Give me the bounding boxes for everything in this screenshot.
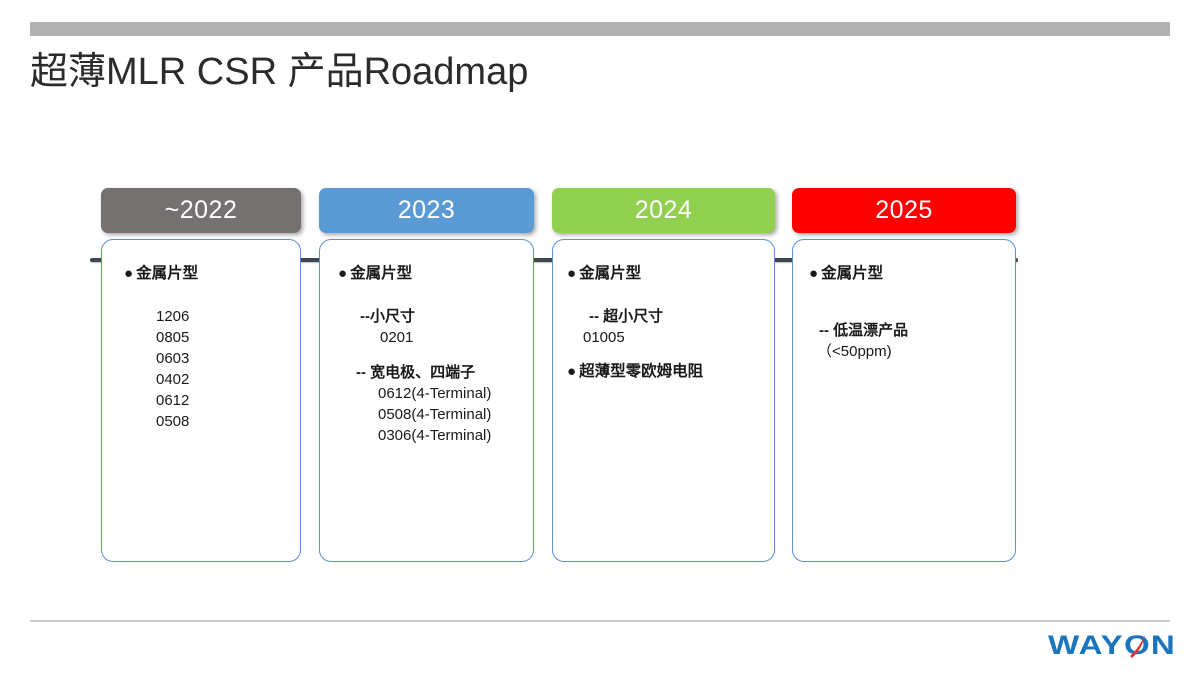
card-body: ●金属片型 1206 0805 0603 0402 0612 0508 [102, 240, 300, 432]
bullet-dot-icon: ● [567, 265, 577, 282]
card-part-number: 0508 [156, 413, 190, 430]
card-subheading: --小尺寸 [360, 308, 415, 325]
card-part-number: 1206 [156, 308, 190, 325]
card-body: ●金属片型 -- 低温漂产品 （<50ppm) [793, 240, 1015, 362]
card-part-number: 0508(4-Terminal) [378, 406, 492, 423]
year-header-2025[interactable]: 2025 [792, 188, 1016, 233]
card-bullet-item: ●超薄型零欧姆电阻 [567, 362, 774, 382]
roadmap-card-2022: ●金属片型 1206 0805 0603 0402 0612 0508 [101, 239, 301, 562]
spacer [338, 348, 533, 362]
bullet-dot-icon: ● [338, 265, 348, 282]
bullet-dot-icon: ● [567, 363, 577, 380]
year-header-label: ~2022 [164, 196, 238, 224]
card-subheading: -- 低温漂产品 [819, 322, 909, 339]
year-header-label: 2025 [875, 196, 933, 224]
spacer [338, 284, 533, 306]
card-bullet-label: 金属片型 [821, 265, 884, 282]
footer-divider [30, 620, 1170, 622]
card-part-number: 0612(4-Terminal) [378, 385, 492, 402]
card-bullet-item: ●金属片型 [124, 264, 300, 284]
year-header-label: 2023 [397, 196, 456, 224]
roadmap-card-2025: ●金属片型 -- 低温漂产品 （<50ppm) [792, 239, 1016, 562]
card-bullet-label: 金属片型 [350, 265, 413, 282]
wayon-logo: WAYON [1048, 629, 1178, 663]
spacer [567, 348, 774, 362]
card-part-number: 0612 [156, 392, 190, 409]
card-body: ●金属片型 --小尺寸 0201 -- 宽电极、四端子 0612(4-Terminal)… [320, 240, 533, 446]
page-title: 超薄MLR CSR 产品Roadmap [30, 51, 529, 93]
spacer [809, 306, 1015, 320]
card-bullet-label: 金属片型 [579, 265, 642, 282]
wayon-logo-text: WAYON [1048, 630, 1176, 660]
card-part-number: 0201 [380, 329, 414, 346]
year-header-label: 2024 [634, 196, 693, 224]
card-bullet-item: ●金属片型 [567, 264, 774, 284]
card-part-number: （<50ppm) [817, 343, 892, 360]
card-part-number: 01005 [583, 329, 625, 346]
roadmap-card-2023: ●金属片型 --小尺寸 0201 -- 宽电极、四端子 0612(4-Terminal)… [319, 239, 534, 562]
year-header-2022[interactable]: ~2022 [101, 188, 301, 233]
timeline [0, 120, 1200, 274]
spacer [809, 284, 1015, 306]
card-part-number: 0402 [156, 371, 190, 388]
spacer [567, 284, 774, 306]
card-part-number: 0306(4-Terminal) [378, 427, 492, 444]
card-bullet-label: 金属片型 [136, 265, 199, 282]
wayon-logo-swoosh [1130, 635, 1145, 658]
bullet-dot-icon: ● [809, 265, 819, 282]
card-part-number: 0805 [156, 329, 190, 346]
card-part-number: 0603 [156, 350, 190, 367]
card-subheading: -- 超小尺寸 [589, 308, 664, 325]
card-bullet-label: 超薄型零欧姆电阻 [579, 363, 704, 380]
card-subheading: -- 宽电极、四端子 [356, 364, 476, 381]
year-header-2024[interactable]: 2024 [552, 188, 775, 233]
bullet-dot-icon: ● [124, 265, 134, 282]
top-decorative-band [30, 22, 1170, 36]
year-header-2023[interactable]: 2023 [319, 188, 534, 233]
spacer [124, 284, 300, 306]
card-bullet-item: ●金属片型 [809, 264, 1015, 284]
card-bullet-item: ●金属片型 [338, 264, 533, 284]
